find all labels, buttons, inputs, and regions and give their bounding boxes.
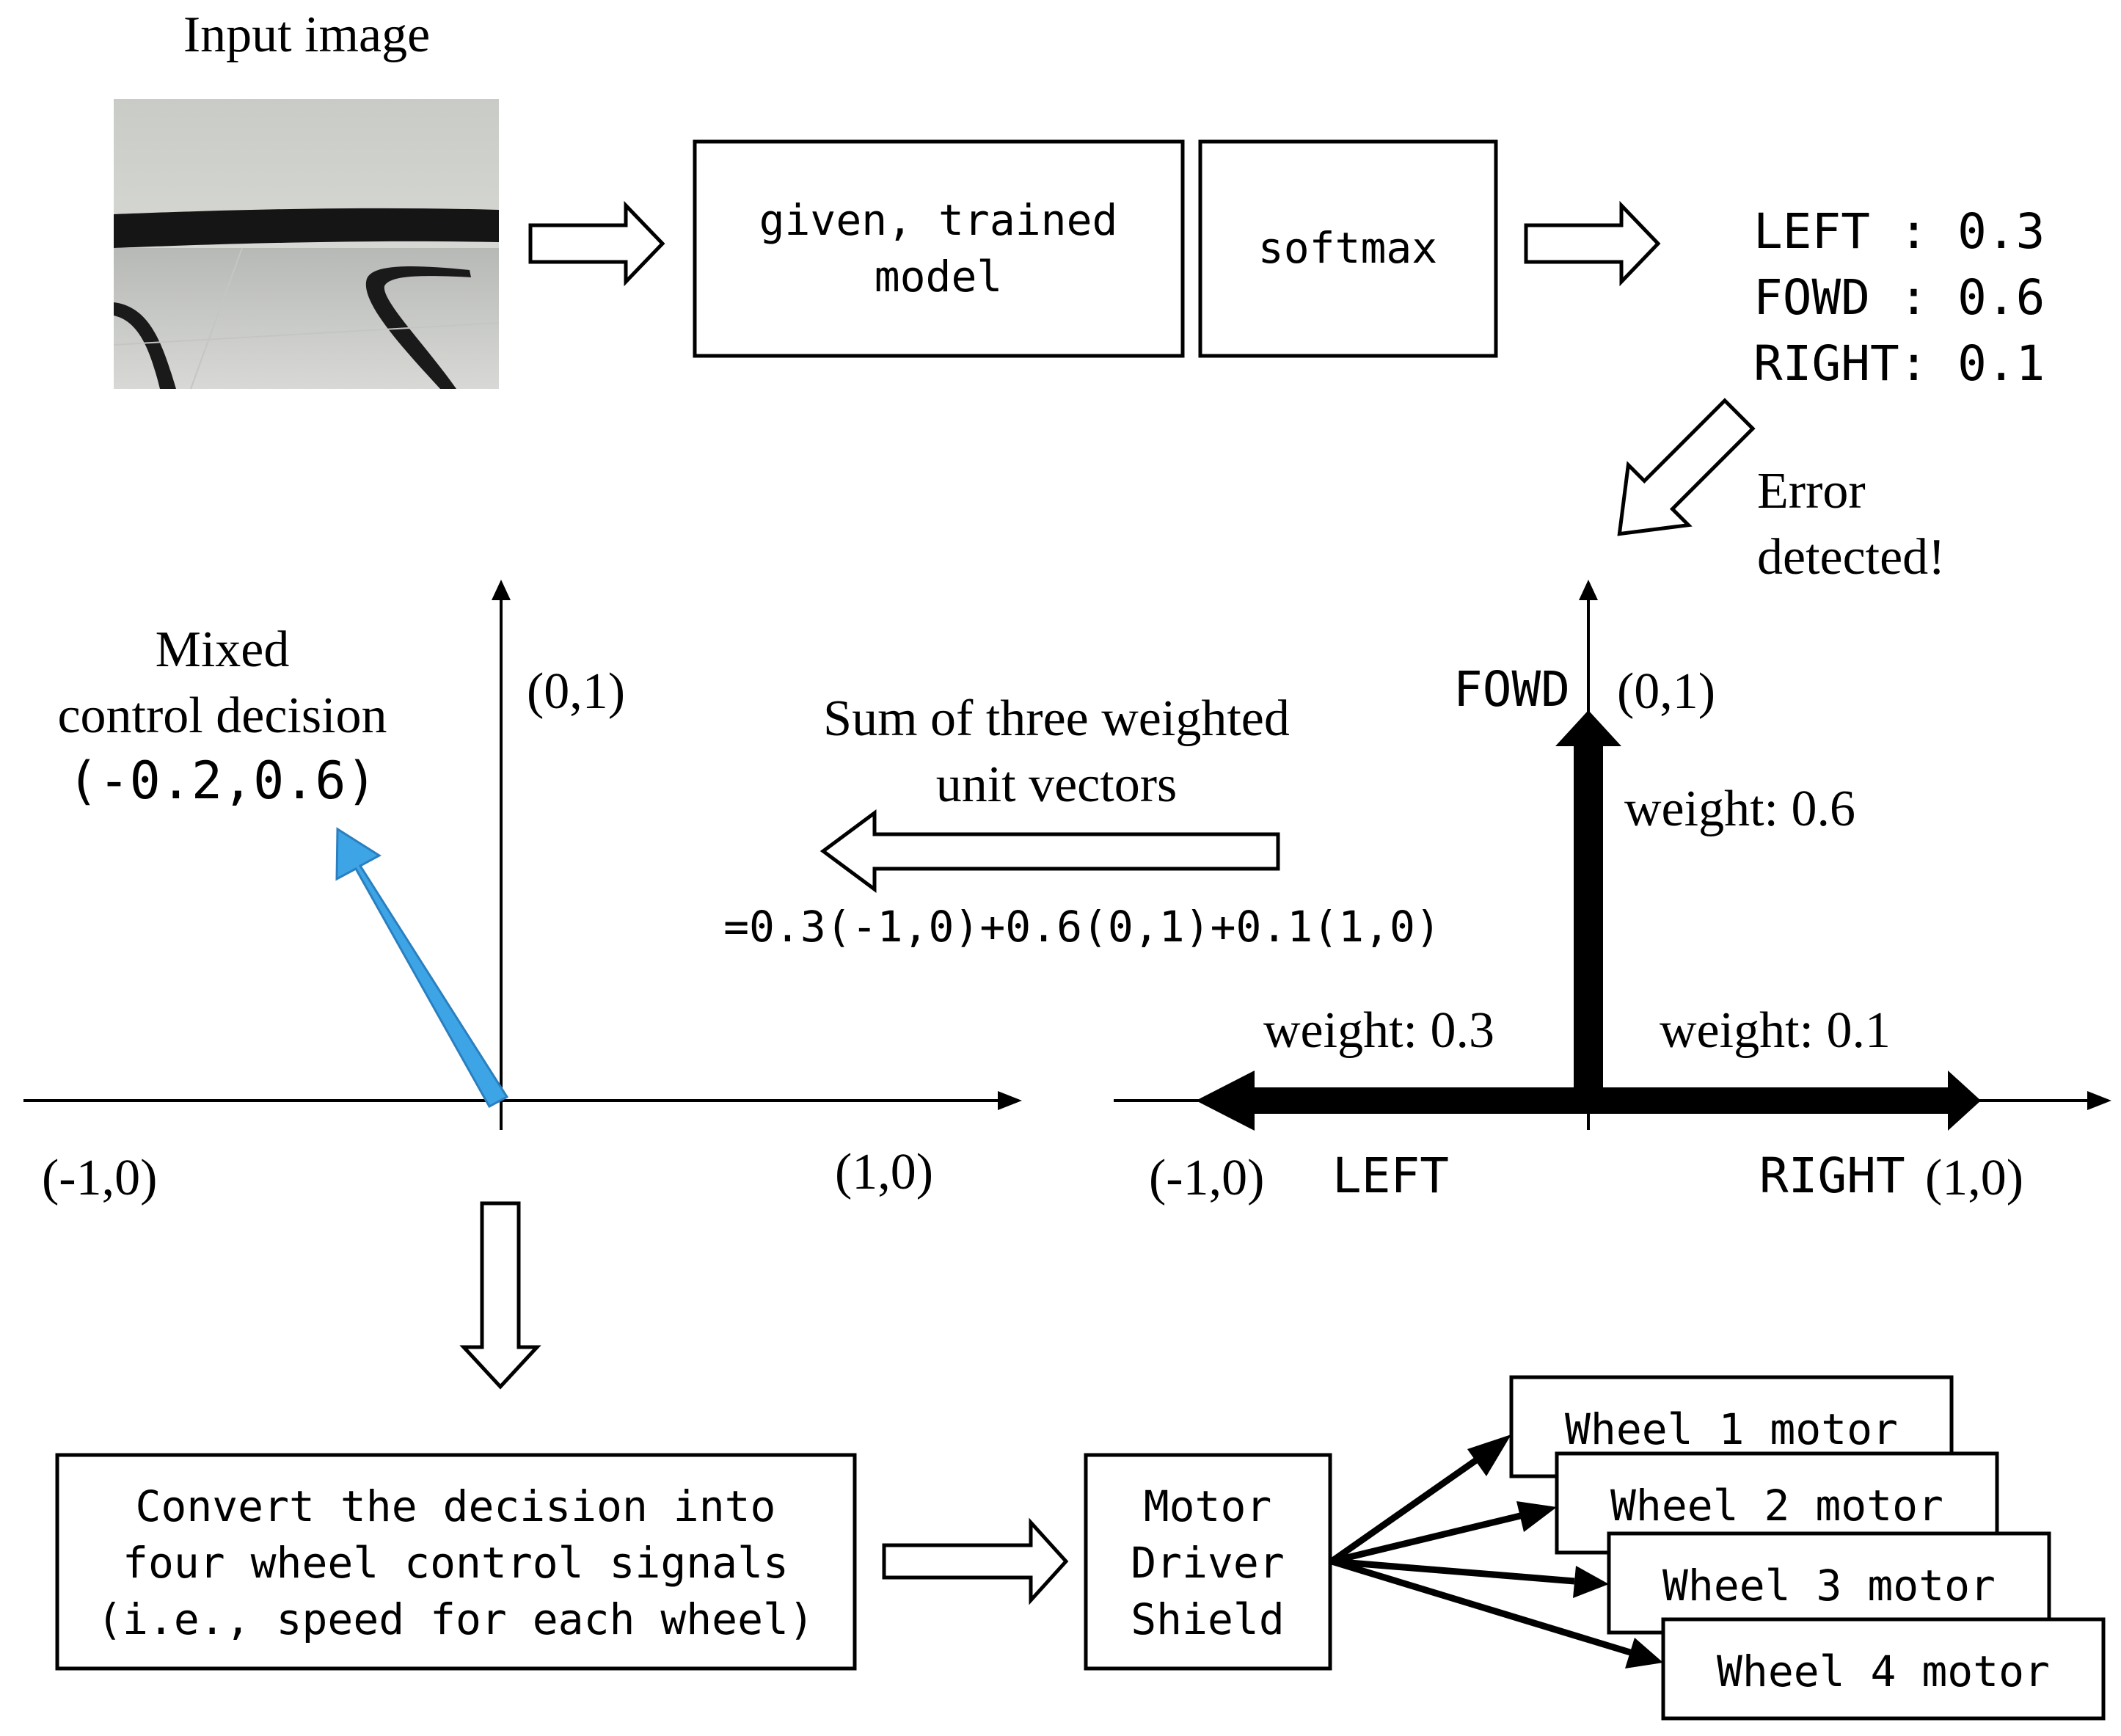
input-image-title: Input image — [183, 7, 430, 63]
hollow-arrow-icon — [882, 1517, 1069, 1605]
convert-line3: (i.e., speed for each wheel) — [97, 1594, 814, 1644]
wheel-3-box — [1607, 1531, 2051, 1635]
right-plot-weight-fowd: weight: 0.6 — [1624, 781, 1855, 837]
right-plot-right-coord: (1,0) — [1925, 1150, 2023, 1206]
hollow-arrow-icon — [459, 1201, 541, 1390]
wheel-3-label: Wheel 3 motor — [1662, 1561, 1996, 1611]
left-plot-y-axis-arrowhead — [492, 580, 511, 600]
model-label-line1: given, trained — [759, 195, 1118, 245]
output-left: LEFT : 0.3 — [1753, 203, 2045, 260]
solid-arrow-icon — [1196, 1071, 1588, 1131]
solid-arrow-icon — [1467, 1434, 1511, 1476]
wheel-4-box — [1661, 1617, 2106, 1721]
input-image — [113, 99, 500, 390]
convert-line1: Convert the decision into — [136, 1481, 776, 1531]
output-fowd: FOWD : 0.6 — [1753, 269, 2045, 326]
solid-arrow-icon — [1625, 1638, 1663, 1668]
model-box — [693, 139, 1185, 358]
driver-to-wheel-arrows — [1329, 1434, 1663, 1668]
left-plot-left-coord: (-1,0) — [42, 1150, 157, 1206]
solid-arrow-icon — [1555, 710, 1621, 1111]
right-plot-fowd-label: FOWD — [1453, 661, 1570, 718]
sum-title-line1: Sum of three weighted — [823, 690, 1290, 747]
hollow-arrow-icon — [528, 200, 665, 287]
right-plot-up-coord: (0,1) — [1617, 663, 1715, 720]
right-plot-x-axis-arrowhead — [2087, 1091, 2111, 1110]
motor-driver-box — [1084, 1453, 1332, 1671]
left-plot-up-coord: (0,1) — [527, 663, 625, 720]
sum-title-line2: unit vectors — [936, 756, 1178, 813]
left-plot-decision-value: (-0.2,0.6) — [67, 751, 376, 811]
sum-formula: =0.3(-1,0)+0.6(0,1)+0.1(1,0) — [723, 902, 1441, 952]
error-line1: Error — [1757, 463, 1866, 519]
motor-driver-line1: Motor — [1144, 1481, 1272, 1531]
left-plot-title-line2: control decision — [57, 688, 387, 744]
hollow-arrow-icon — [1524, 200, 1661, 287]
left-plot-title-line1: Mixed — [156, 621, 290, 678]
left-plot-x-axis-arrowhead — [998, 1091, 1022, 1110]
wheel-1-label: Wheel 1 motor — [1565, 1404, 1898, 1454]
softmax-label: softmax — [1258, 223, 1437, 273]
weight-vectors — [1196, 710, 1981, 1131]
model-label-line2: model — [875, 252, 1003, 302]
decision-vector — [335, 827, 509, 1109]
softmax-box — [1198, 139, 1498, 358]
right-plot-y-axis-arrowhead — [1579, 580, 1598, 600]
solid-arrow-icon — [1588, 1071, 1981, 1131]
right-plot-left-label: LEFT — [1332, 1148, 1449, 1204]
output-right: RIGHT: 0.1 — [1753, 335, 2045, 392]
solid-arrow-icon — [1573, 1566, 1609, 1598]
motor-driver-line3: Shield — [1131, 1594, 1285, 1644]
error-line2: detected! — [1757, 529, 1945, 586]
right-plot-weight-right: weight: 0.1 — [1660, 1002, 1891, 1059]
hollow-arrow-icon — [819, 809, 1280, 893]
wheel-2-label: Wheel 2 motor — [1610, 1481, 1943, 1531]
right-plot-right-label: RIGHT — [1759, 1148, 1905, 1204]
right-plot-left-coord: (-1,0) — [1149, 1150, 1264, 1206]
convert-box — [55, 1453, 857, 1671]
convert-line2: four wheel control signals — [123, 1538, 789, 1588]
left-plot-right-coord: (1,0) — [835, 1144, 933, 1200]
solid-arrow-icon — [1516, 1501, 1557, 1532]
wheel-4-label: Wheel 4 motor — [1717, 1646, 2050, 1696]
right-plot-weight-left: weight: 0.3 — [1263, 1002, 1494, 1059]
hollow-arrow-icon — [1617, 398, 1756, 536]
motor-driver-line2: Driver — [1131, 1538, 1285, 1588]
left-plot-axes — [23, 580, 1022, 1130]
